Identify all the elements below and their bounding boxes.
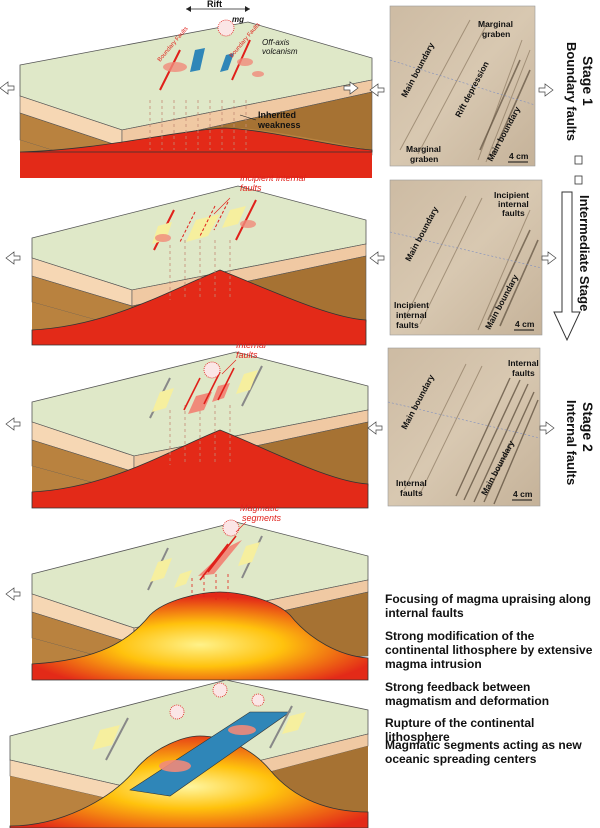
internal-faults-label-2: faults bbox=[236, 350, 258, 360]
photo2-incipient-top-2: internal bbox=[498, 199, 529, 209]
stage-2-title: Stage 2 bbox=[580, 402, 596, 452]
stage-labels: Stage 1 Boundary faults Intermediate Sta… bbox=[553, 42, 596, 485]
photo3-internal-bottom-2: faults bbox=[400, 488, 423, 498]
photo2-incipient-bottom-3: faults bbox=[396, 320, 419, 330]
photo1-marginal-graben-top-2: graben bbox=[482, 29, 510, 39]
stage-2-subtitle: Internal faults bbox=[564, 400, 579, 485]
photo2-incipient-top-1: Incipient bbox=[494, 190, 529, 200]
mg-label: mg bbox=[232, 15, 244, 24]
off-axis-label-2: volcanism bbox=[262, 47, 298, 56]
rift-label: Rift bbox=[207, 0, 222, 9]
magmatic-segments-label-2: segments bbox=[242, 513, 282, 523]
magmatic-segments-label-1: Magmatic bbox=[240, 503, 280, 513]
photo-stage-1: Marginal graben Main boundary Rift depre… bbox=[369, 5, 554, 167]
photo1-marginal-graben-bottom-1: Marginal bbox=[406, 144, 441, 154]
internal-faults-label-1: Internal bbox=[236, 340, 267, 350]
note-magmatic-segments: Magmatic segments acting as new oceanic … bbox=[385, 738, 582, 766]
stage-1-subtitle: Boundary faults bbox=[564, 42, 579, 141]
block-diagram-1: Rift mg Off-axis volcanism Inherited wea… bbox=[0, 0, 373, 178]
photo2-incipient-bottom-2: internal bbox=[396, 310, 427, 320]
stage-1-title: Stage 1 bbox=[580, 56, 596, 106]
photo2-incipient-bottom-1: Incipient bbox=[394, 300, 429, 310]
inherited-label-2: weakness bbox=[257, 120, 301, 130]
block-diagram-3: Internal faults bbox=[5, 340, 369, 509]
block-diagram-2: Incipient internal faults bbox=[5, 173, 367, 346]
photo1-scale: 4 cm bbox=[509, 151, 529, 161]
photo3-scale: 4 cm bbox=[513, 489, 533, 499]
block-diagram-4: Magmatic segments bbox=[5, 503, 369, 681]
photo2-scale: 4 cm bbox=[515, 319, 535, 329]
inherited-label-1: Inherited bbox=[258, 110, 296, 120]
note-modification: Strong modification of the continental l… bbox=[385, 629, 593, 671]
note-focusing: Focusing of magma upraising along intern… bbox=[385, 592, 592, 620]
note-rupture: Rupture of the continental lithosphere bbox=[385, 716, 535, 744]
note-feedback: Strong feedback between magmatism and de… bbox=[385, 680, 550, 708]
incipient-internal-label-1: Incipient internal bbox=[240, 173, 307, 183]
photo3-internal-bottom-1: Internal bbox=[396, 478, 427, 488]
photo-stage-intermediate: Main boundary Incipient internal faults … bbox=[369, 179, 557, 336]
photo2-incipient-top-3: faults bbox=[502, 208, 525, 218]
photo3-internal-top-1: Internal bbox=[508, 358, 539, 368]
intermediate-stage-label: Intermediate Stage bbox=[577, 195, 592, 311]
incipient-internal-label-2: faults bbox=[240, 183, 262, 193]
off-axis-label-1: Off-axis bbox=[262, 38, 290, 47]
photo1-marginal-graben-bottom-2: graben bbox=[410, 154, 438, 164]
block-diagram-5 bbox=[9, 679, 369, 828]
photo-stage-2: Main boundary Internal faults Internal f… bbox=[367, 347, 555, 507]
photo1-marginal-graben-top-1: Marginal bbox=[478, 19, 513, 29]
photo3-internal-top-2: faults bbox=[512, 368, 535, 378]
